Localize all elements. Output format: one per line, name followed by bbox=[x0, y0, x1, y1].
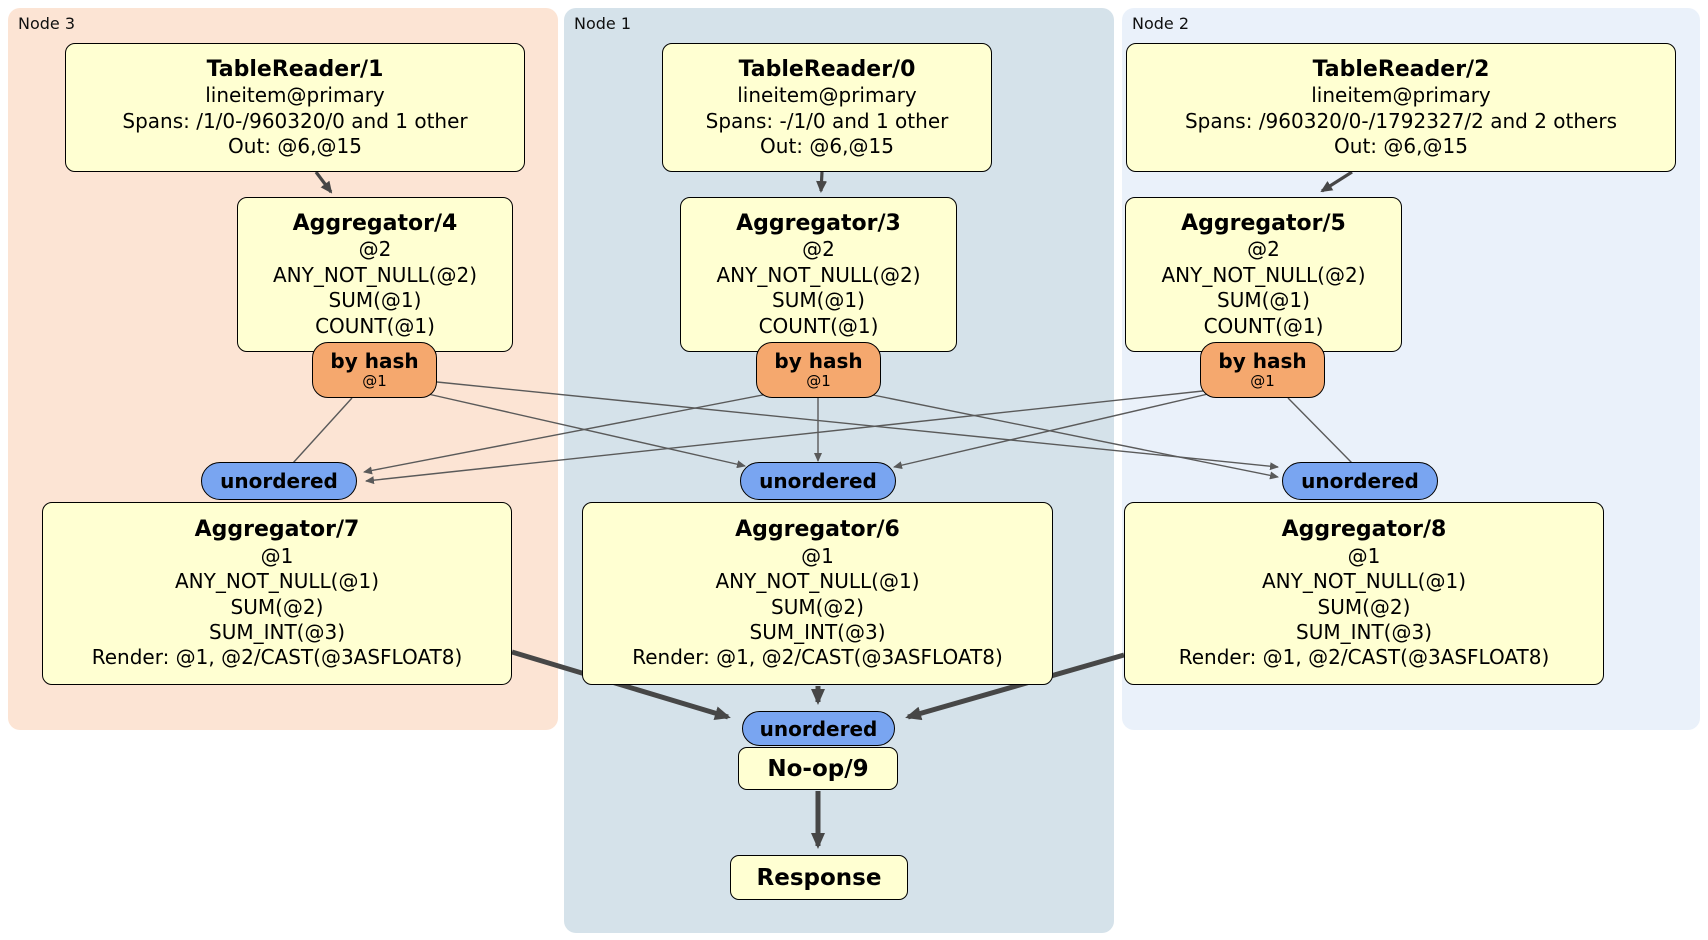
processor-line: @1 bbox=[1347, 543, 1381, 568]
response-box: Response bbox=[730, 855, 908, 900]
processor-line: COUNT(@1) bbox=[315, 313, 435, 338]
processor-title: Aggregator/6 bbox=[735, 517, 900, 543]
sync-unordered-node1: unordered bbox=[740, 462, 896, 500]
processor-title: Aggregator/7 bbox=[194, 517, 360, 543]
processor-line: ANY_NOT_NULL(@1) bbox=[715, 569, 920, 594]
processor-line: SUM(@1) bbox=[328, 288, 422, 313]
processor-line: Spans: /1/0-/960320/0 and 1 other bbox=[122, 108, 468, 133]
panel-node-2-label: Node 2 bbox=[1132, 14, 1190, 33]
processor-line: Out: @6,@15 bbox=[228, 133, 362, 158]
processor-line: Out: @6,@15 bbox=[1334, 133, 1468, 158]
tablereader-2-box: TableReader/2 lineitem@primary Spans: /9… bbox=[1126, 43, 1676, 172]
processor-line: lineitem@primary bbox=[205, 83, 385, 108]
processor-line: @2 bbox=[1247, 237, 1280, 262]
aggregator-7-box: Aggregator/7 @1 ANY_NOT_NULL(@1) SUM(@2)… bbox=[42, 502, 512, 685]
processor-line: SUM(@1) bbox=[1217, 288, 1310, 313]
processor-line: SUM(@2) bbox=[771, 594, 864, 619]
router-by-hash-node1: by hash @1 bbox=[756, 342, 881, 398]
processor-line: SUM_INT(@3) bbox=[209, 619, 345, 644]
processor-title: TableReader/0 bbox=[738, 56, 916, 82]
processor-line: @1 bbox=[260, 543, 294, 568]
processor-title: Aggregator/5 bbox=[1181, 210, 1346, 236]
processor-title: Response bbox=[756, 864, 882, 891]
processor-line: @2 bbox=[802, 237, 835, 262]
aggregator-6-box: Aggregator/6 @1 ANY_NOT_NULL(@1) SUM(@2)… bbox=[582, 502, 1053, 685]
sync-label: unordered bbox=[220, 469, 338, 493]
processor-line: SUM_INT(@3) bbox=[1296, 619, 1432, 644]
processor-line: Spans: /960320/0-/1792327/2 and 2 others bbox=[1184, 108, 1617, 133]
sync-label: unordered bbox=[759, 716, 878, 741]
sync-label: unordered bbox=[1301, 469, 1419, 493]
processor-line: Render: @1, @2/CAST(@3ASFLOAT8) bbox=[1178, 645, 1550, 670]
panel-node-1-label: Node 1 bbox=[574, 14, 632, 33]
processor-line: @2 bbox=[358, 237, 392, 262]
aggregator-4-box: Aggregator/4 @2 ANY_NOT_NULL(@2) SUM(@1)… bbox=[237, 197, 513, 352]
router-by-hash-node3: by hash @1 bbox=[312, 342, 437, 398]
processor-line: lineitem@primary bbox=[737, 83, 917, 108]
router-label: by hash bbox=[774, 349, 863, 373]
processor-title: Aggregator/4 bbox=[292, 210, 458, 236]
processor-line: SUM(@1) bbox=[772, 288, 865, 313]
router-label: by hash bbox=[1218, 349, 1307, 373]
processor-line: COUNT(@1) bbox=[1203, 313, 1324, 338]
tablereader-0-box: TableReader/0 lineitem@primary Spans: -/… bbox=[662, 43, 992, 172]
processor-line: ANY_NOT_NULL(@1) bbox=[175, 569, 379, 594]
processor-line: ANY_NOT_NULL(@2) bbox=[273, 262, 477, 287]
processor-title: Aggregator/3 bbox=[736, 210, 901, 236]
processor-line: Render: @1, @2/CAST(@3ASFLOAT8) bbox=[91, 645, 463, 670]
processor-title: TableReader/1 bbox=[206, 56, 384, 82]
processor-line: @1 bbox=[801, 543, 834, 568]
processor-line: lineitem@primary bbox=[1311, 83, 1491, 108]
router-detail: @1 bbox=[806, 372, 831, 390]
sync-label: unordered bbox=[759, 469, 877, 493]
processor-line: ANY_NOT_NULL(@2) bbox=[716, 262, 921, 287]
aggregator-8-box: Aggregator/8 @1 ANY_NOT_NULL(@1) SUM(@2)… bbox=[1124, 502, 1604, 685]
router-detail: @1 bbox=[1250, 372, 1275, 390]
sync-unordered-node3: unordered bbox=[201, 462, 357, 500]
processor-title: TableReader/2 bbox=[1312, 56, 1490, 82]
processor-title: No-op/9 bbox=[767, 755, 869, 782]
processor-line: ANY_NOT_NULL(@2) bbox=[1161, 262, 1366, 287]
aggregator-3-box: Aggregator/3 @2 ANY_NOT_NULL(@2) SUM(@1)… bbox=[680, 197, 957, 352]
processor-line: ANY_NOT_NULL(@1) bbox=[1262, 569, 1466, 594]
processor-line: COUNT(@1) bbox=[758, 313, 879, 338]
router-by-hash-node2: by hash @1 bbox=[1200, 342, 1325, 398]
router-detail: @1 bbox=[362, 372, 387, 390]
processor-line: SUM(@2) bbox=[230, 594, 324, 619]
tablereader-1-box: TableReader/1 lineitem@primary Spans: /1… bbox=[65, 43, 525, 172]
sync-unordered-final: unordered bbox=[742, 711, 895, 746]
processor-title: Aggregator/8 bbox=[1281, 517, 1447, 543]
aggregator-5-box: Aggregator/5 @2 ANY_NOT_NULL(@2) SUM(@1)… bbox=[1125, 197, 1402, 352]
processor-line: Render: @1, @2/CAST(@3ASFLOAT8) bbox=[632, 645, 1003, 670]
sync-unordered-node2: unordered bbox=[1282, 462, 1438, 500]
panel-node-3-label: Node 3 bbox=[18, 14, 76, 33]
processor-line: SUM(@2) bbox=[1317, 594, 1411, 619]
processor-line: SUM_INT(@3) bbox=[749, 619, 886, 644]
processor-line: Out: @6,@15 bbox=[760, 133, 894, 158]
noop-box: No-op/9 bbox=[738, 747, 898, 790]
processor-line: Spans: -/1/0 and 1 other bbox=[705, 108, 949, 133]
router-label: by hash bbox=[330, 349, 419, 373]
